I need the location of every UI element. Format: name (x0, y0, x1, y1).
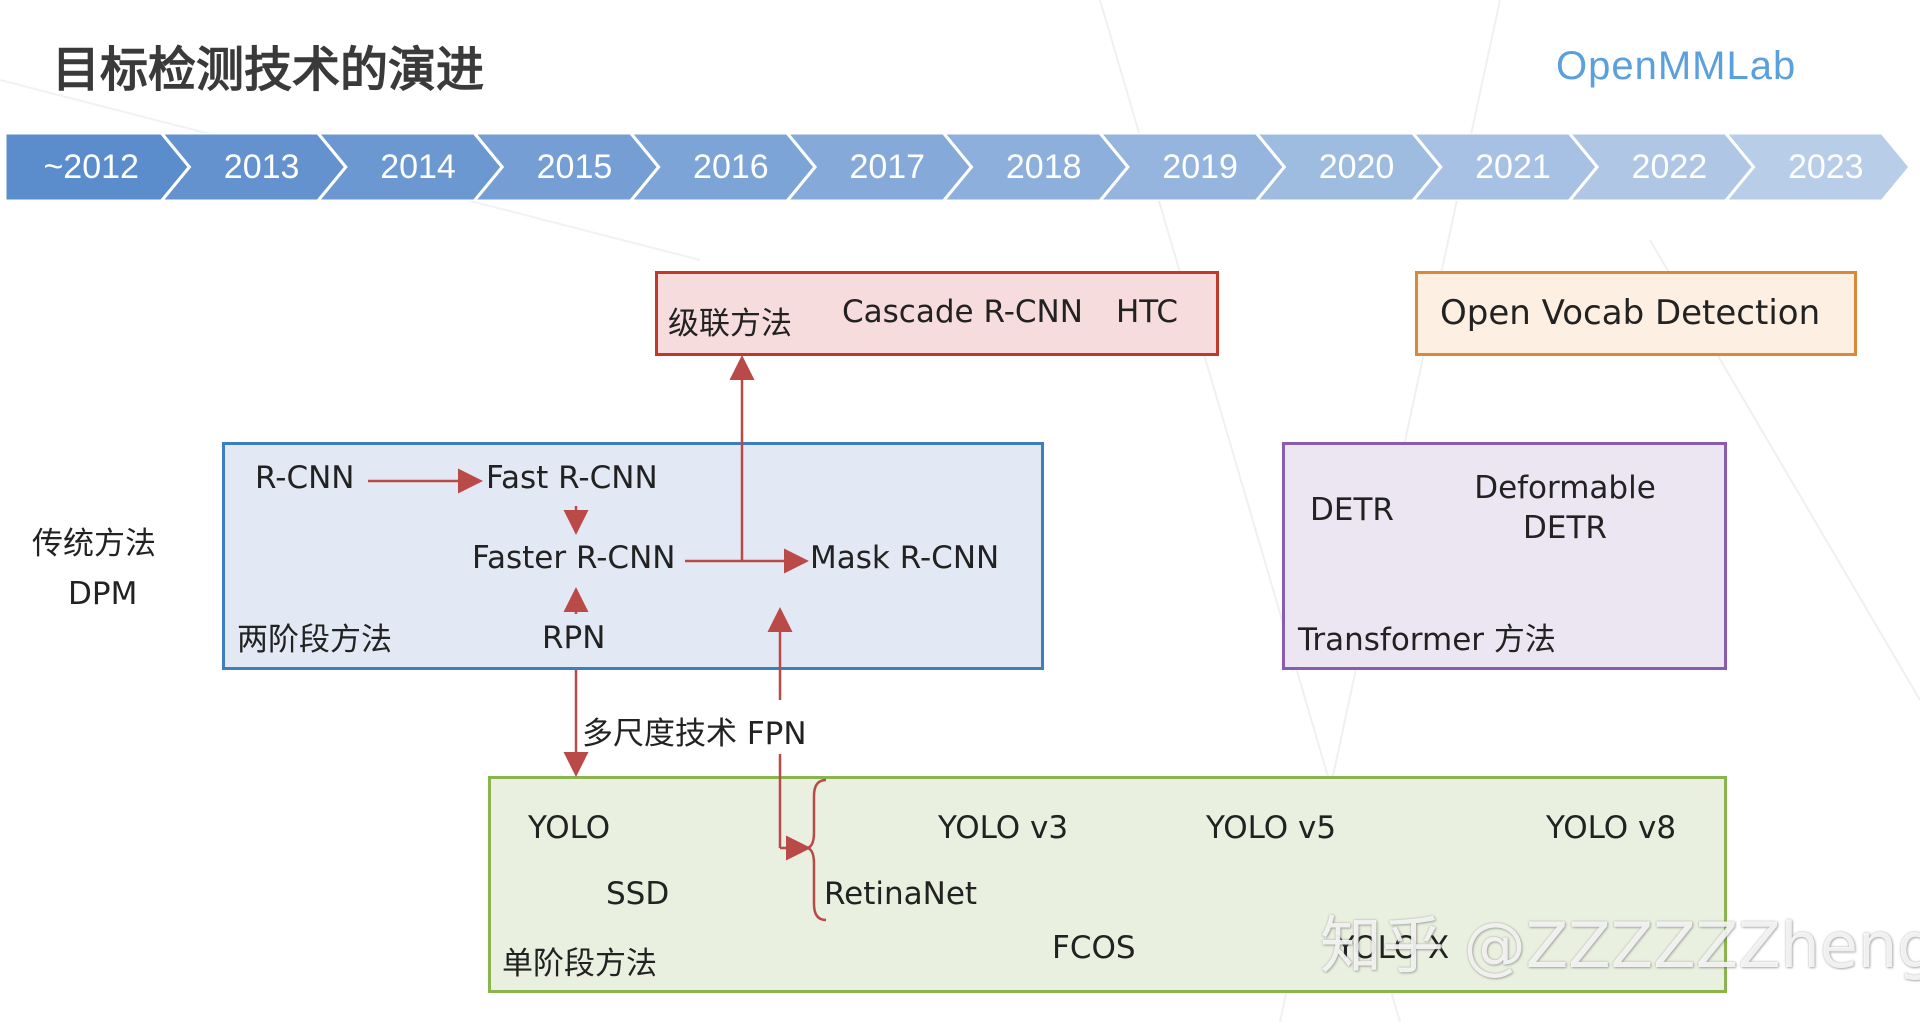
retinanet-label: RetinaNet (824, 876, 978, 912)
timeline-year-label: 2022 (1631, 148, 1708, 186)
faster-rcnn-label: Faster R-CNN (472, 540, 676, 576)
timeline-year-label: 2014 (380, 148, 456, 186)
deformable-detr-label: Deformable (1474, 470, 1656, 506)
fcos-label: FCOS (1052, 930, 1136, 966)
deformable-detr-label-2: DETR (1523, 510, 1607, 546)
rpn-label: RPN (542, 620, 606, 656)
timeline-chevrons (3, 131, 1912, 203)
fpn-label: 多尺度技术 FPN (582, 716, 807, 752)
yolov5-label: YOLO v5 (1206, 810, 1337, 846)
two-stage-box (222, 442, 1044, 670)
cascade-box (655, 271, 1219, 356)
yolo-label: YOLO (528, 810, 611, 846)
two-stage-label: 两阶段方法 (237, 622, 392, 658)
timeline-year-label: 2020 (1318, 148, 1395, 186)
htc-label: HTC (1116, 294, 1179, 330)
zhihu-watermark: 知乎 @ZZZZZZhengX (1320, 909, 1920, 982)
openmmlab-logo: OpenMMLab (1556, 44, 1797, 88)
timeline-year-label: 2018 (1005, 148, 1082, 186)
yolov3-label: YOLO v3 (938, 810, 1069, 846)
cascade-rcnn-label: Cascade R-CNN (842, 294, 1083, 330)
transformer-box (1282, 442, 1727, 670)
rcnn-label: R-CNN (255, 460, 355, 496)
timeline-year-label: 2021 (1475, 148, 1551, 186)
open-vocab-label: Open Vocab Detection (1440, 293, 1821, 333)
timeline-year-label: 2023 (1787, 148, 1864, 186)
yolov8-label: YOLO v8 (1546, 810, 1677, 846)
dpm-label: DPM (68, 576, 138, 612)
page-title: 目标检测技术的演进 (52, 42, 485, 98)
timeline-year-label: 2015 (536, 148, 613, 186)
fast-rcnn-label: Fast R-CNN (486, 460, 658, 496)
timeline: ~2012 2013 2014 2015 2016 2017 2018 2019 2020 202… (0, 131, 1920, 203)
timeline-year-label: 2019 (1162, 148, 1238, 186)
cascade-label: 级联方法 (668, 306, 792, 342)
one-stage-box (488, 776, 1727, 993)
detr-label: DETR (1310, 492, 1394, 528)
timeline-year-label: 2013 (223, 148, 300, 186)
one-stage-label: 单阶段方法 (502, 946, 657, 982)
timeline-year-label: ~2012 (43, 148, 139, 186)
open-vocab-box (1415, 271, 1857, 356)
yolox-label: YOLO X (1336, 930, 1450, 966)
ssd-label: SSD (606, 876, 670, 912)
mask-rcnn-label: Mask R-CNN (810, 540, 1000, 576)
transformer-label: Transformer 方法 (1298, 622, 1556, 658)
timeline-year-label: 2016 (693, 148, 769, 186)
timeline-year-label: 2017 (849, 148, 926, 186)
traditional-label: 传统方法 (32, 526, 156, 562)
